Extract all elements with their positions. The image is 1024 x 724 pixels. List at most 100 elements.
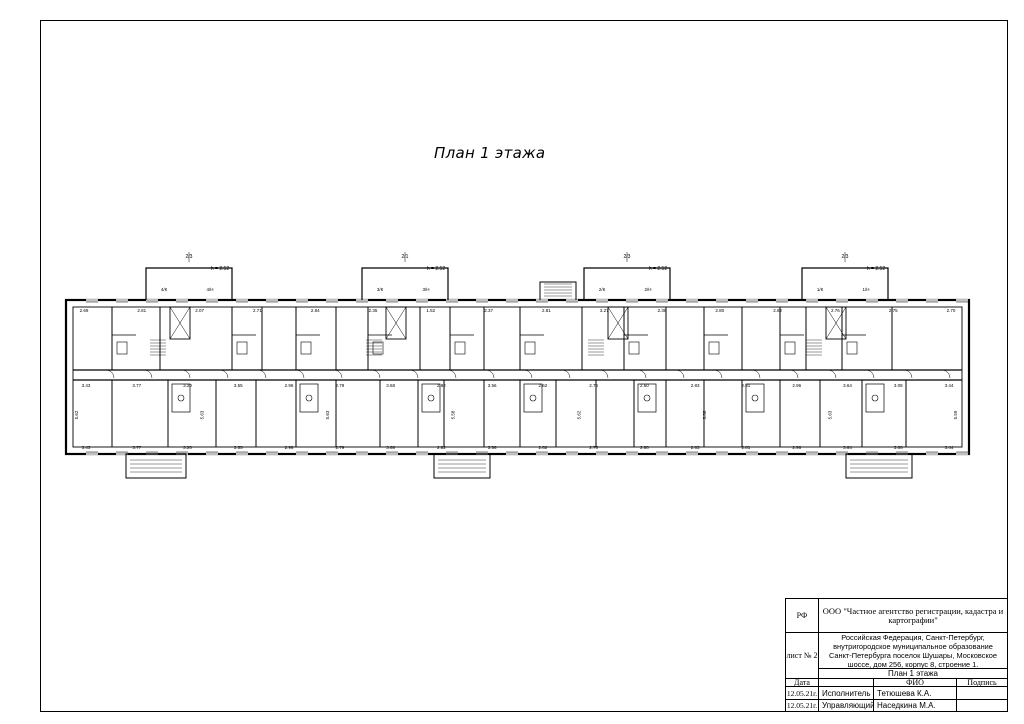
elevator-cross <box>607 306 629 340</box>
stamp-row1-date: 12.05.21г. <box>785 686 819 700</box>
room-width-top: 1.52 <box>426 308 435 313</box>
door-swing <box>751 369 761 379</box>
door-swing <box>143 369 153 379</box>
drawing-frame <box>40 20 1008 712</box>
stair-projection <box>583 267 671 300</box>
room-depth: 5.63 <box>827 410 832 419</box>
room-width-bottom: 3.43 <box>82 445 91 450</box>
room-width-bottom: 3.20 <box>183 445 192 450</box>
plumbing-fixture <box>524 341 536 355</box>
bathroom-block <box>299 383 319 413</box>
door-swing <box>865 369 875 379</box>
door-swing <box>219 369 229 379</box>
stair-level-label: 2/3 <box>624 254 631 260</box>
door-swing <box>371 369 381 379</box>
apartment-label: 3/К <box>377 287 384 292</box>
room-width-top: 2.84 <box>311 308 320 313</box>
room-width-bottom: 2.96 <box>792 445 801 450</box>
plumbing-fixture <box>454 341 466 355</box>
room-width-corridor: 3.68 <box>386 383 395 388</box>
room-depth: 5.62 <box>74 410 79 419</box>
plumbing-fixture <box>177 394 185 402</box>
room-width-bottom: 2.76 <box>589 445 598 450</box>
room-width-corridor: 3.64 <box>843 383 852 388</box>
inner-wall-line <box>72 306 963 448</box>
elevator-shaft <box>385 306 407 340</box>
plumbing-fixture <box>708 341 720 355</box>
room-width-top: 2.81 <box>542 308 551 313</box>
door-swing <box>409 369 419 379</box>
door-swing <box>295 369 305 379</box>
plumbing-fixture <box>300 341 312 355</box>
room-width-top: 2.75 <box>889 308 898 313</box>
bathroom-block <box>421 383 441 413</box>
room-width-bottom: 2.81 <box>742 445 751 450</box>
apartment-label: 3/Н <box>422 287 429 292</box>
room-width-corridor: 3.43 <box>82 383 91 388</box>
stamp-rf: РФ <box>785 598 819 633</box>
room-width-top: 2.07 <box>195 308 204 313</box>
door-swing <box>447 369 457 379</box>
room-width-top: 2.35 <box>369 308 378 313</box>
plumbing-fixture <box>116 341 128 355</box>
room-width-bottom: 3.08 <box>894 445 903 450</box>
room-width-corridor: 2.62 <box>538 383 547 388</box>
door-swing <box>599 369 609 379</box>
room-width-bottom: 2.96 <box>285 445 294 450</box>
stamp-row1-role: Исполнитель <box>818 686 874 700</box>
room-width-corridor: 3.44 <box>945 383 954 388</box>
room-width-bottom: 3.77 <box>132 445 141 450</box>
room-width-corridor: 3.55 <box>234 383 243 388</box>
plumbing-fixture <box>751 394 759 402</box>
apartment-label: 1/Н <box>862 287 869 292</box>
room-depth: 5.62 <box>576 410 581 419</box>
door-swing <box>713 369 723 379</box>
title-block: РФ ООО "Частное агентство регистрации, к… <box>785 598 1008 712</box>
stamp-row1-sign <box>956 686 1008 700</box>
room-depth: 5.63 <box>200 410 205 419</box>
room-width-top: 2.81 <box>137 308 146 313</box>
apartment-label: 4/Н <box>206 287 213 292</box>
room-width-top: 2.69 <box>80 308 89 313</box>
room-width-bottom: 3.68 <box>386 445 395 450</box>
door-swing <box>333 369 343 379</box>
door-swing <box>105 369 115 379</box>
stamp-row2-sign <box>956 699 1008 712</box>
room-width-top: 2.80 <box>715 308 724 313</box>
bathroom-block <box>745 383 765 413</box>
apartment-label: 4/К <box>161 287 168 292</box>
room-width-bottom: 2.79 <box>335 445 344 450</box>
room-width-bottom: 3.64 <box>843 445 852 450</box>
ceiling-height-label: h = 2.52 <box>211 266 229 272</box>
room-width-corridor: 2.96 <box>792 383 801 388</box>
elevator-shaft <box>607 306 629 340</box>
roof-stair <box>539 281 577 300</box>
stair-level-label: 2/3 <box>186 254 193 260</box>
stamp-row2-date: 12.05.21г. <box>785 699 819 712</box>
room-width-bottom: 3.44 <box>945 445 954 450</box>
room-width-corridor: 2.79 <box>335 383 344 388</box>
room-width-top: 2.38 <box>658 308 667 313</box>
room-width-top: 2.82 <box>773 308 782 313</box>
room-width-corridor: 2.76 <box>589 383 598 388</box>
stair-level-label: 2/3 <box>842 254 849 260</box>
room-width-bottom: 2.83 <box>691 445 700 450</box>
apartment-label: 2/Н <box>644 287 651 292</box>
room-width-bottom: 2.62 <box>538 445 547 450</box>
ceiling-height-label: h = 2.52 <box>867 266 885 272</box>
room-width-top: 3.27 <box>600 308 609 313</box>
room-width-top: 2.70 <box>947 308 956 313</box>
room-width-top: 2.37 <box>484 308 493 313</box>
stamp-organization: ООО "Частное агентство регистрации, када… <box>818 598 1008 633</box>
door-swing <box>523 369 533 379</box>
apartment-label: 2/К <box>599 287 606 292</box>
room-width-bottom: 2.82 <box>437 445 446 450</box>
door-swing <box>827 369 837 379</box>
room-width-bottom: 3.55 <box>234 445 243 450</box>
elevator-cross <box>385 306 407 340</box>
stair-projection <box>801 267 889 300</box>
room-width-corridor: 3.08 <box>894 383 903 388</box>
elevator-cross <box>825 306 847 340</box>
room-depth: 5.59 <box>953 410 958 419</box>
